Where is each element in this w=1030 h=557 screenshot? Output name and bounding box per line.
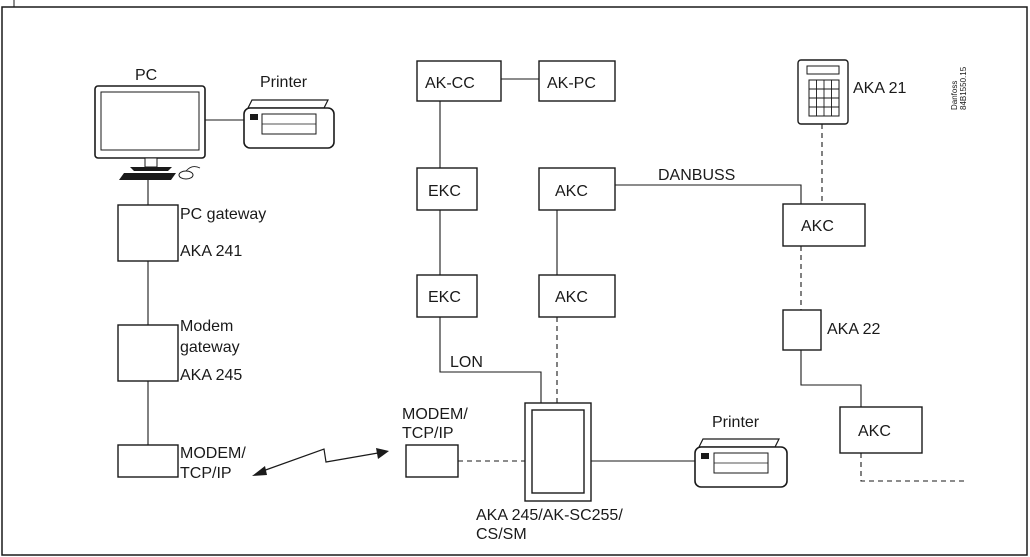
controller-label-1: AKA 245/AK-SC255/: [476, 507, 623, 524]
ak-pc-box: [538, 60, 616, 102]
drawing-code-1: Danfoss: [950, 81, 959, 110]
aka22-box: [782, 309, 822, 351]
danbuss-label: DANBUSS: [658, 167, 735, 184]
printer-icon-center: [694, 438, 788, 488]
akc-bottom-center-label: AKC: [555, 289, 588, 306]
printer-label-center: Printer: [712, 414, 760, 431]
akc-bottom-right-label: AKC: [858, 423, 891, 440]
aka245-label: AKA 245: [180, 367, 242, 384]
ak-cc-box: [416, 60, 502, 102]
akc-bottom-center-box: [538, 274, 616, 318]
akc-bottom-right-box: [839, 406, 923, 454]
drawing-code-2: 84B1550.15: [959, 66, 968, 110]
ak-pc-label: AK-PC: [547, 75, 596, 92]
controller-unit: [524, 402, 592, 502]
aka241-label: AKA 241: [180, 243, 242, 260]
danbuss-line: [615, 184, 802, 204]
modem-gateway-box: [117, 324, 179, 382]
aka22-label: AKA 22: [827, 321, 880, 338]
pc-gateway-box: [117, 204, 179, 262]
ak-cc-label: AK-CC: [425, 75, 475, 92]
printer-label-left: Printer: [260, 74, 308, 91]
modem-box-left: [117, 444, 179, 478]
pc-computer-icon: [94, 85, 206, 180]
aka21-label: AKA 21: [853, 80, 906, 97]
akc-top-center-label: AKC: [555, 183, 588, 200]
ekc-top-label: EKC: [428, 183, 461, 200]
modem-label-left-2: TCP/IP: [180, 465, 232, 482]
aka22-akc-link: [800, 350, 862, 407]
printer-icon-left: [243, 99, 335, 149]
wireless-link-icon: [252, 448, 389, 476]
ekc-bottom-box: [416, 274, 478, 318]
modem-gateway-label-2: gateway: [180, 339, 240, 356]
lon-bus-line: [439, 317, 542, 403]
akc-bus-continuation: [860, 453, 968, 482]
controller-label-2: CS/SM: [476, 526, 527, 543]
akc-top-right-label: AKC: [801, 218, 834, 235]
aka21-keypad-icon: [797, 59, 849, 125]
modem-label-center-1: MODEM/: [402, 406, 468, 423]
diagram-frame: [1, 6, 1028, 556]
modem-gateway-label-1: Modem: [180, 318, 233, 335]
modem-box-center: [405, 444, 459, 478]
akc-top-right-box: [782, 203, 866, 247]
ekc-bottom-label: EKC: [428, 289, 461, 306]
pc-gateway-label: PC gateway: [180, 206, 266, 223]
ekc-top-box: [416, 167, 478, 211]
modem-label-center-2: TCP/IP: [402, 425, 454, 442]
pc-label: PC: [135, 67, 157, 84]
akc-top-center-box: [538, 167, 616, 211]
modem-label-left-1: MODEM/: [180, 445, 246, 462]
lon-label: LON: [450, 354, 483, 371]
